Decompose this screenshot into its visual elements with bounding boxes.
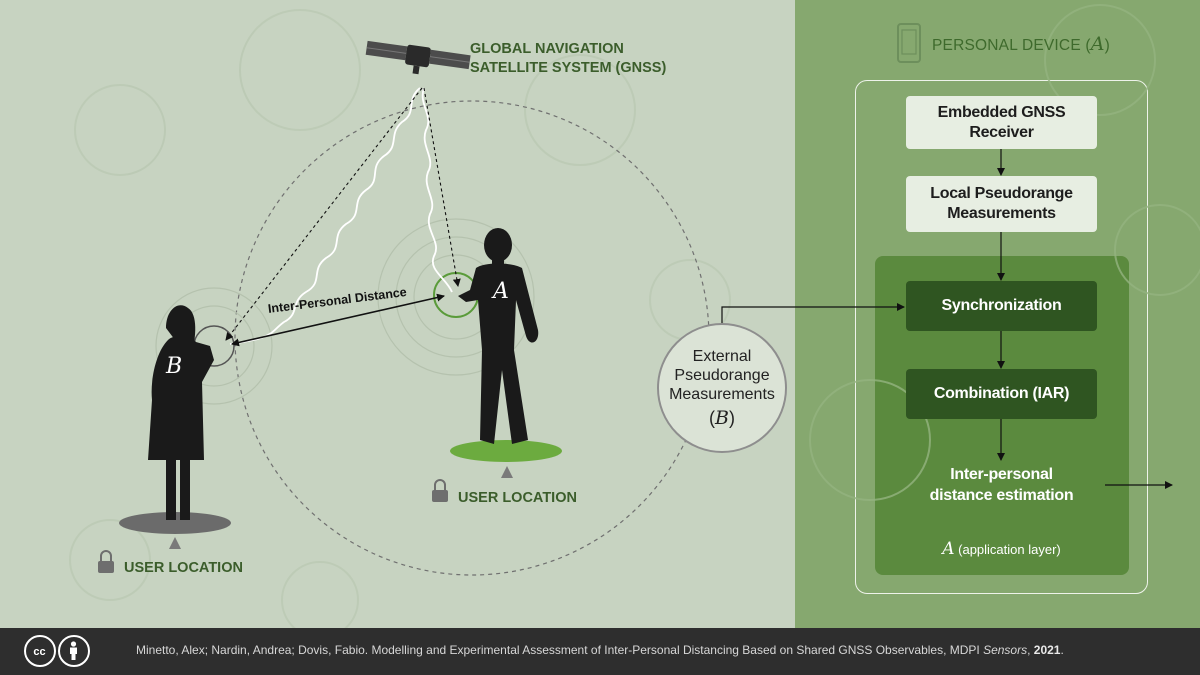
device-frame xyxy=(855,80,1148,594)
footer-bar xyxy=(0,628,1200,675)
external-symbol: (B) xyxy=(709,407,735,429)
external-line3: Measurements xyxy=(669,386,775,403)
distance-estimation-label: Inter-personal distance estimation xyxy=(906,464,1097,506)
user-a-silhouette xyxy=(458,228,539,444)
local-line1: Local Pseudorange xyxy=(930,185,1073,202)
receiver-line2: Receiver xyxy=(969,123,1034,141)
external-line2: Pseudorange xyxy=(674,367,770,384)
device-virus-motifs xyxy=(809,4,1200,501)
gnss-title: GLOBAL NAVIGATION SATELLITE SYSTEM (GNSS… xyxy=(470,40,666,78)
smartphone-icon xyxy=(897,23,921,63)
app-layer-symbol: A xyxy=(942,539,955,559)
personal-device-header: PERSONAL DEVICE (A) xyxy=(932,33,1110,55)
attribution-icon xyxy=(58,635,90,667)
signal-wave-to-a xyxy=(421,87,453,293)
embedded-gnss-receiver-box: Embedded GNSS Receiver xyxy=(906,96,1097,149)
combination-box: Combination (IAR) xyxy=(906,369,1097,419)
user-a-location-label: USER LOCATION xyxy=(458,490,577,506)
device-header-symbol: (A) xyxy=(1085,33,1111,55)
user-b-symbol: B xyxy=(166,354,183,379)
lock-icon xyxy=(432,479,448,502)
background-virus-motifs xyxy=(69,9,731,628)
synchronization-box: Synchronization xyxy=(906,281,1097,331)
citation-journal: Sensors xyxy=(983,643,1028,657)
inter-personal-distance-arrow xyxy=(231,293,445,347)
user-b-platform xyxy=(119,512,231,534)
local-pseudorange-box: Local Pseudorange Measurements xyxy=(906,176,1097,232)
citation-year: 2021 xyxy=(1033,643,1061,657)
diagram-artwork xyxy=(69,4,1200,628)
user-a-pin-triangle xyxy=(501,466,513,478)
creative-commons-icon: cc xyxy=(24,635,56,667)
user-a-symbol: A xyxy=(493,279,509,304)
combination-label: Combination (IAR) xyxy=(933,385,1070,402)
application-layer-label: A (application layer) xyxy=(906,539,1097,559)
user-b-location-label: USER LOCATION xyxy=(124,560,243,576)
citation-main: Minetto, Alex; Nardin, Andrea; Dovis, Fa… xyxy=(136,643,984,657)
app-layer-text: (application layer) xyxy=(958,542,1061,557)
local-line2: Measurements xyxy=(947,205,1056,222)
gnss-title-line1: GLOBAL NAVIGATION xyxy=(470,41,624,57)
user-a-platform xyxy=(450,440,562,462)
svg-text:cc: cc xyxy=(33,646,45,658)
receiver-line1: Embedded GNSS xyxy=(937,103,1066,121)
external-measurements-node: External Pseudorange Measurements (B) xyxy=(657,323,787,453)
satellite-icon xyxy=(365,40,471,75)
signal-dashed-to-a xyxy=(423,87,461,287)
external-to-sync-connector xyxy=(721,303,905,323)
external-line1: External xyxy=(692,348,752,365)
lock-icon xyxy=(98,550,114,573)
estimate-line2: distance estimation xyxy=(929,487,1074,504)
citation: Minetto, Alex; Nardin, Andrea; Dovis, Fa… xyxy=(136,643,1064,657)
gnss-title-line2: SATELLITE SYSTEM (GNSS) xyxy=(470,60,667,76)
device-header-text: PERSONAL DEVICE xyxy=(932,37,1081,54)
user-b-pin-triangle xyxy=(169,537,181,549)
synchronization-label: Synchronization xyxy=(941,297,1062,314)
user-b-silhouette xyxy=(148,305,214,520)
estimate-line1: Inter-personal xyxy=(950,466,1053,483)
